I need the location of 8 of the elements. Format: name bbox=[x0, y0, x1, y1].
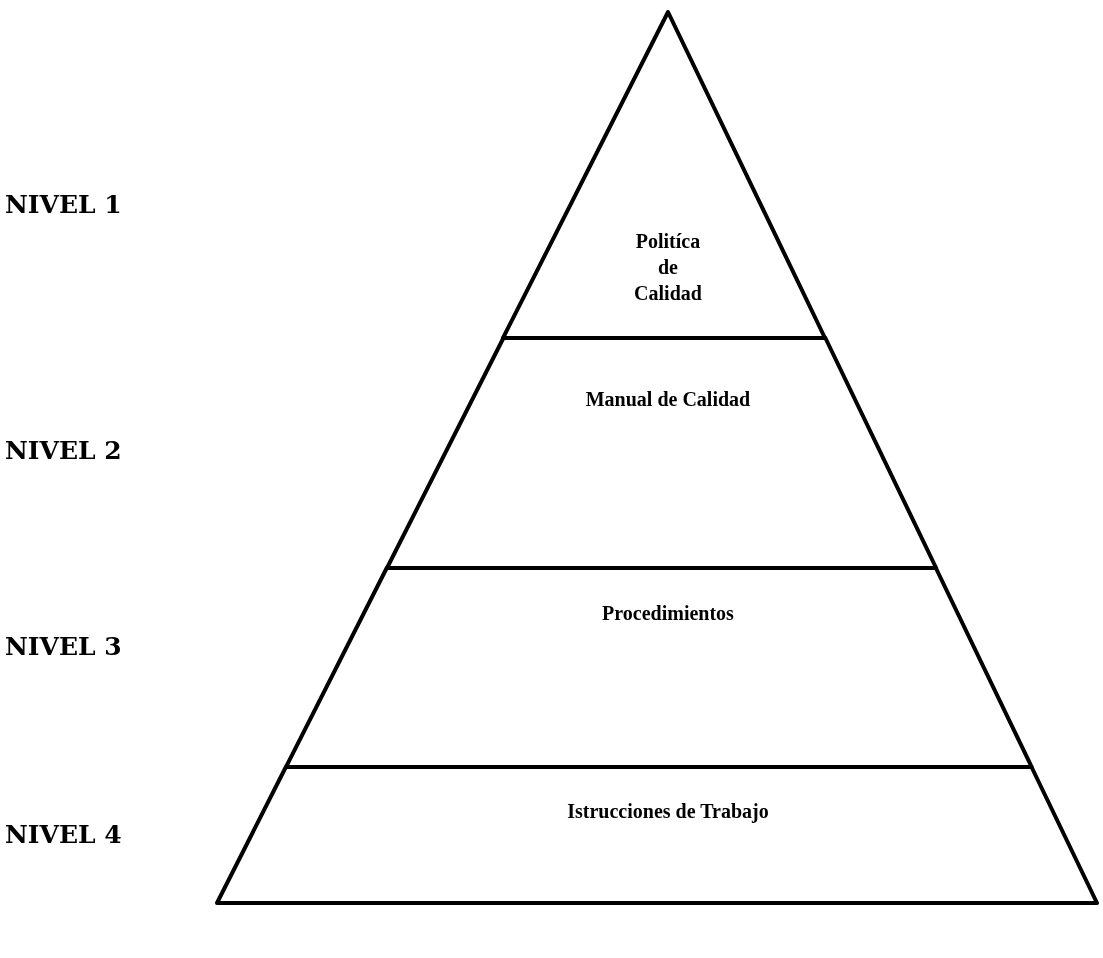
level-label: NIVEL 1 bbox=[5, 190, 122, 220]
level-label: NIVEL 3 bbox=[5, 632, 122, 662]
tier-label: Procedimientos bbox=[601, 601, 735, 626]
level-label: NIVEL 4 bbox=[5, 820, 122, 850]
tier-label: Politíca de Calidad bbox=[633, 229, 703, 306]
level-label: NIVEL 2 bbox=[5, 436, 122, 466]
tier-label: Istrucciones de Trabajo bbox=[566, 799, 770, 824]
tier-label: Manual de Calidad bbox=[584, 387, 752, 412]
